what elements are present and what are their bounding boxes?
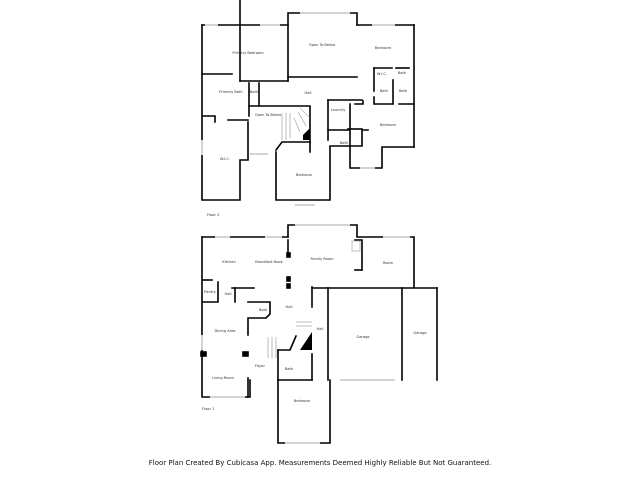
room-label-bath: Bath — [249, 90, 259, 94]
room-label-dining-area: Dining Area — [214, 329, 236, 333]
disclaimer-footer: Floor Plan Created By Cubicasa App. Meas… — [148, 459, 492, 467]
room-label-room: Room — [382, 261, 394, 265]
room-label-kitchen: Kitchen — [222, 260, 236, 264]
room-label-wic: W.I.C. — [219, 157, 231, 161]
room-label-garage: Garage — [413, 331, 427, 335]
room-label-bath: Bath — [284, 367, 294, 371]
room-label-hall: Hall — [285, 305, 293, 309]
room-label-pantry: Pantry — [204, 290, 216, 294]
room-label-primary-bath: Primary Bath — [219, 90, 243, 94]
room-label-open-to-below: Open To Below — [308, 43, 336, 47]
room-label-living-room: Living Room — [211, 376, 235, 380]
floor-2-walls — [201, 0, 415, 201]
floor-1-stairs — [267, 321, 312, 358]
floor-2-label: Floor 2 — [207, 213, 220, 217]
room-label-primary-bedroom: Primary Bedroom — [232, 51, 264, 55]
room-label-bedroom: Bedroom — [374, 46, 392, 50]
floor-2-stair-landing — [303, 128, 310, 140]
room-label-bath: Bath — [379, 89, 389, 93]
room-label-family-room: Family Room — [310, 257, 334, 261]
floor-1-label: Floor 1 — [202, 407, 215, 411]
floor-1-windows — [201, 224, 410, 444]
room-label-laundry: Laundry — [330, 108, 346, 112]
room-label-foyer: Foyer — [255, 364, 265, 368]
room-label-wic: W.I.C. — [376, 72, 388, 76]
room-label-hall: Hall — [224, 292, 232, 296]
room-label-bath: Bath — [258, 308, 268, 312]
room-label-bath: Bath — [397, 71, 407, 75]
room-label-bedroom: Bedroom — [295, 173, 313, 177]
room-label-hall: Hall — [316, 327, 324, 331]
floor-1-stair-landing — [300, 332, 312, 350]
floor-2-windows — [201, 12, 395, 206]
room-label-bath: Bath — [398, 89, 408, 93]
room-label-open-to-below: Open To Below — [254, 113, 282, 117]
room-label-bedroom: Bedroom — [379, 123, 397, 127]
room-label-breakfast-nook: Breakfast Nook — [255, 260, 283, 264]
room-label-garage: Garage — [356, 335, 370, 339]
room-label-hall: Hall — [304, 91, 312, 95]
room-label-bath: Bath — [339, 141, 349, 145]
fireplace-icon — [351, 240, 361, 252]
room-label-bedroom: Bedroom — [293, 399, 311, 403]
floor-2-stairs — [281, 107, 311, 140]
